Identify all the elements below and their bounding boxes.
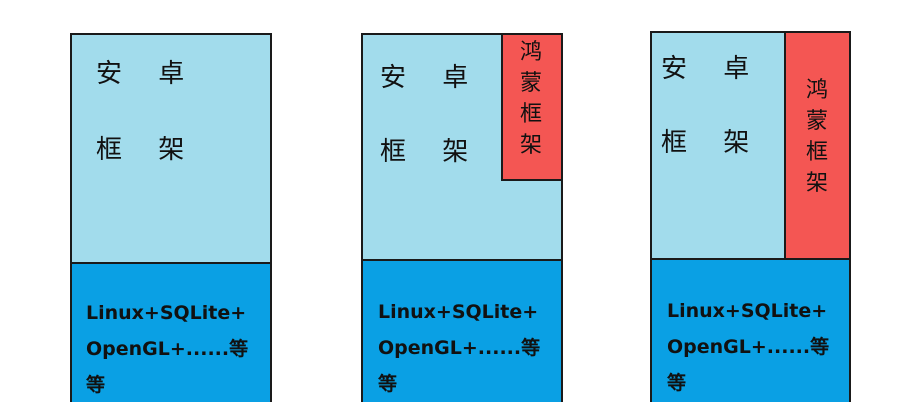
kernel-line2-3: OpenGL+......等 (667, 336, 830, 358)
android-label-3: 安 卓 (661, 54, 764, 84)
kernel-text-3: Linux+SQLite+ OpenGL+......等 等 (667, 293, 829, 401)
harmony-char-2-0: 鸿 (519, 40, 542, 65)
kernel-line2-2: OpenGL+......等 (378, 337, 541, 359)
harmony-char-3-1: 蒙 (805, 109, 828, 134)
harmony-char-2-2: 框 (519, 102, 542, 127)
kernel-block-1: Linux+SQLite+ OpenGL+......等 等 (70, 262, 272, 402)
kernel-line1-3: Linux+SQLite+ (667, 300, 828, 322)
android-framework-block-1: 安 卓 框 架 (70, 33, 272, 265)
harmony-framework-block-3: 鸿 蒙 框 架 (784, 31, 851, 261)
kernel-line3-2: 等 (378, 373, 398, 395)
kernel-block-2: Linux+SQLite+ OpenGL+......等 等 (361, 259, 563, 402)
kernel-line2-1: OpenGL+......等 (86, 338, 249, 360)
kernel-line3-3: 等 (667, 372, 687, 394)
harmony-char-2-3: 架 (519, 133, 542, 158)
harmony-framework-block-2: 鸿 蒙 框 架 (501, 33, 563, 181)
kernel-text-2: Linux+SQLite+ OpenGL+......等 等 (378, 294, 540, 402)
kernel-block-3: Linux+SQLite+ OpenGL+......等 等 (650, 258, 851, 402)
framework-label-2: 框 架 (380, 137, 483, 167)
android-label-1: 安 卓 (96, 59, 199, 89)
harmony-char-2-1: 蒙 (519, 71, 542, 96)
android-framework-block-3: 安 卓 框 架 (650, 31, 787, 261)
kernel-line3-1: 等 (86, 374, 106, 396)
kernel-line1-2: Linux+SQLite+ (378, 301, 539, 323)
harmony-char-3-0: 鸿 (805, 78, 828, 103)
framework-label-1: 框 架 (96, 135, 199, 165)
harmony-char-3-3: 架 (805, 171, 828, 196)
android-label-2: 安 卓 (380, 63, 483, 93)
kernel-line1-1: Linux+SQLite+ (86, 302, 247, 324)
kernel-text-1: Linux+SQLite+ OpenGL+......等 等 (86, 295, 248, 403)
harmony-char-3-2: 框 (805, 140, 828, 165)
harmony-label-3: 鸿 蒙 框 架 (802, 75, 832, 199)
framework-label-3: 框 架 (661, 128, 764, 158)
harmony-label-2: 鸿 蒙 框 架 (516, 37, 546, 161)
